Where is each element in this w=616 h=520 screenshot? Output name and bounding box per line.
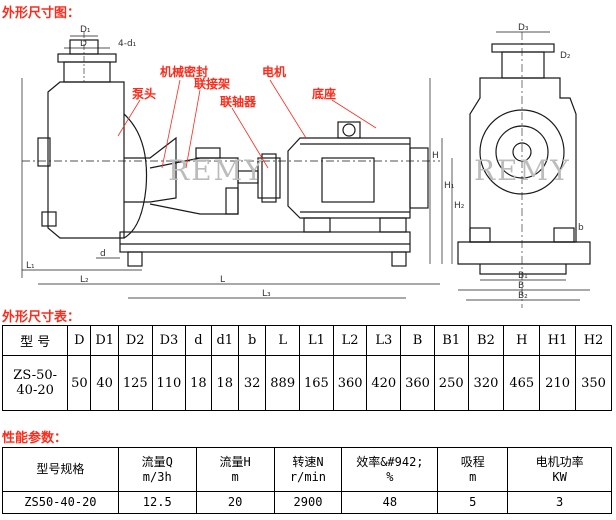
- header-cell: L2: [332, 325, 368, 356]
- header-cell: D2: [117, 325, 153, 356]
- dim-label-b: b: [578, 223, 584, 233]
- header-cell: 型号规格: [2, 447, 119, 492]
- dim-label-H: H: [432, 151, 439, 161]
- drawing-section-title: 外形尺寸图：: [2, 6, 81, 21]
- performance-table-row: ZS50-40-20 12.5 20 2900 48 5 3: [2, 491, 612, 514]
- header-cell: B1: [433, 325, 469, 356]
- table-cell: ZS50-40-20: [2, 491, 119, 514]
- header-cell: H2: [575, 325, 612, 356]
- table-cell: 48: [341, 491, 439, 514]
- dim-label-D3: D₃: [518, 23, 529, 33]
- header-cell: D1: [90, 325, 119, 356]
- dim-label-D1: D₁: [80, 25, 91, 35]
- header-cell: L3: [366, 325, 402, 356]
- dim-label-B2: B₂: [518, 291, 528, 301]
- table-cell: 320: [467, 355, 505, 411]
- table-cell: 360: [332, 355, 368, 411]
- table-cell: 3: [507, 491, 612, 514]
- dimension-table-header: 型 号 D D1 D2 D3 d d1 b L L1 L2 L3 B B1 B2…: [1, 325, 612, 356]
- table-cell: 32: [237, 355, 267, 411]
- header-cell: L: [265, 325, 301, 356]
- header-cell: D3: [151, 325, 187, 356]
- dim-label-D: D: [80, 39, 87, 49]
- table-cell: 125: [117, 355, 153, 411]
- table-cell: 50: [67, 355, 92, 411]
- table-cell: 250: [433, 355, 469, 411]
- header-cell: B2: [467, 325, 505, 356]
- header-cell: 型 号: [1, 325, 69, 356]
- table-cell: 5: [437, 491, 509, 514]
- table-cell: 2900: [273, 491, 343, 514]
- callout-coupling: 联轴器: [220, 94, 257, 109]
- watermark-right: REMY: [474, 154, 571, 187]
- perf-section-title: 性能参数：: [2, 431, 68, 446]
- dim-label-L1: L₁: [26, 261, 35, 271]
- header-cell: D: [67, 325, 92, 356]
- table-cell: 889: [265, 355, 301, 411]
- callout-pump-head: 泵头: [132, 86, 156, 101]
- dim-label-B: B: [518, 281, 524, 291]
- table-cell: 40: [90, 355, 119, 411]
- table-cell: 360: [400, 355, 435, 411]
- header-cell: L1: [299, 325, 334, 356]
- callout-motor: 电机: [262, 64, 286, 79]
- callout-bearing-housing: 联接架: [194, 76, 230, 91]
- table-cell: 350: [575, 355, 612, 411]
- dim-label-L: L: [220, 275, 225, 285]
- table-cell: 420: [366, 355, 402, 411]
- header-cell: B: [400, 325, 435, 356]
- dim-label-d: d: [100, 249, 106, 259]
- dimension-table: 型 号 D D1 D2 D3 d d1 b L L1 L2 L3 B B1 B2…: [1, 325, 612, 411]
- table-cell: 18: [185, 355, 212, 411]
- table-cell: 12.5: [117, 491, 197, 514]
- table-cell: 18: [210, 355, 239, 411]
- callout-mech-seal: 机械密封: [160, 64, 208, 79]
- table-cell: 20: [195, 491, 275, 514]
- callout-base: 底座: [312, 86, 336, 101]
- dims-section-title: 外形尺寸表：: [2, 310, 81, 325]
- header-cell: H1: [539, 325, 576, 356]
- header-cell: H: [503, 325, 541, 356]
- watermark-left: REMY: [168, 154, 265, 187]
- pump-outline-drawing: REMY REMY 机械密封 泵头 联接架 联轴器 电机 底座 D₁ D 4-d…: [21, 23, 591, 308]
- dim-label-B1: B₁: [518, 271, 528, 281]
- header-cell: 效率&#942;%: [341, 447, 439, 492]
- header-cell: d1: [210, 325, 239, 356]
- header-cell: d: [185, 325, 212, 356]
- table-cell: 110: [151, 355, 187, 411]
- dimension-table-row: ZS-50-40-20 50 40 125 110 18 18 32 889 1…: [1, 355, 612, 411]
- dim-label-D2: D₂: [560, 51, 571, 61]
- dim-label-H2: H₂: [454, 201, 465, 211]
- table-cell: 165: [299, 355, 334, 411]
- header-cell: b: [237, 325, 267, 356]
- dim-label-H1: H₁: [444, 181, 455, 191]
- dim-label-L3: L₃: [262, 289, 271, 299]
- dim-label-L2: L₂: [80, 275, 89, 285]
- table-cell: ZS-50-40-20: [1, 355, 69, 411]
- dim-label-4-d1: 4-d₁: [118, 39, 137, 49]
- table-cell: 210: [539, 355, 576, 411]
- table-cell: 465: [503, 355, 541, 411]
